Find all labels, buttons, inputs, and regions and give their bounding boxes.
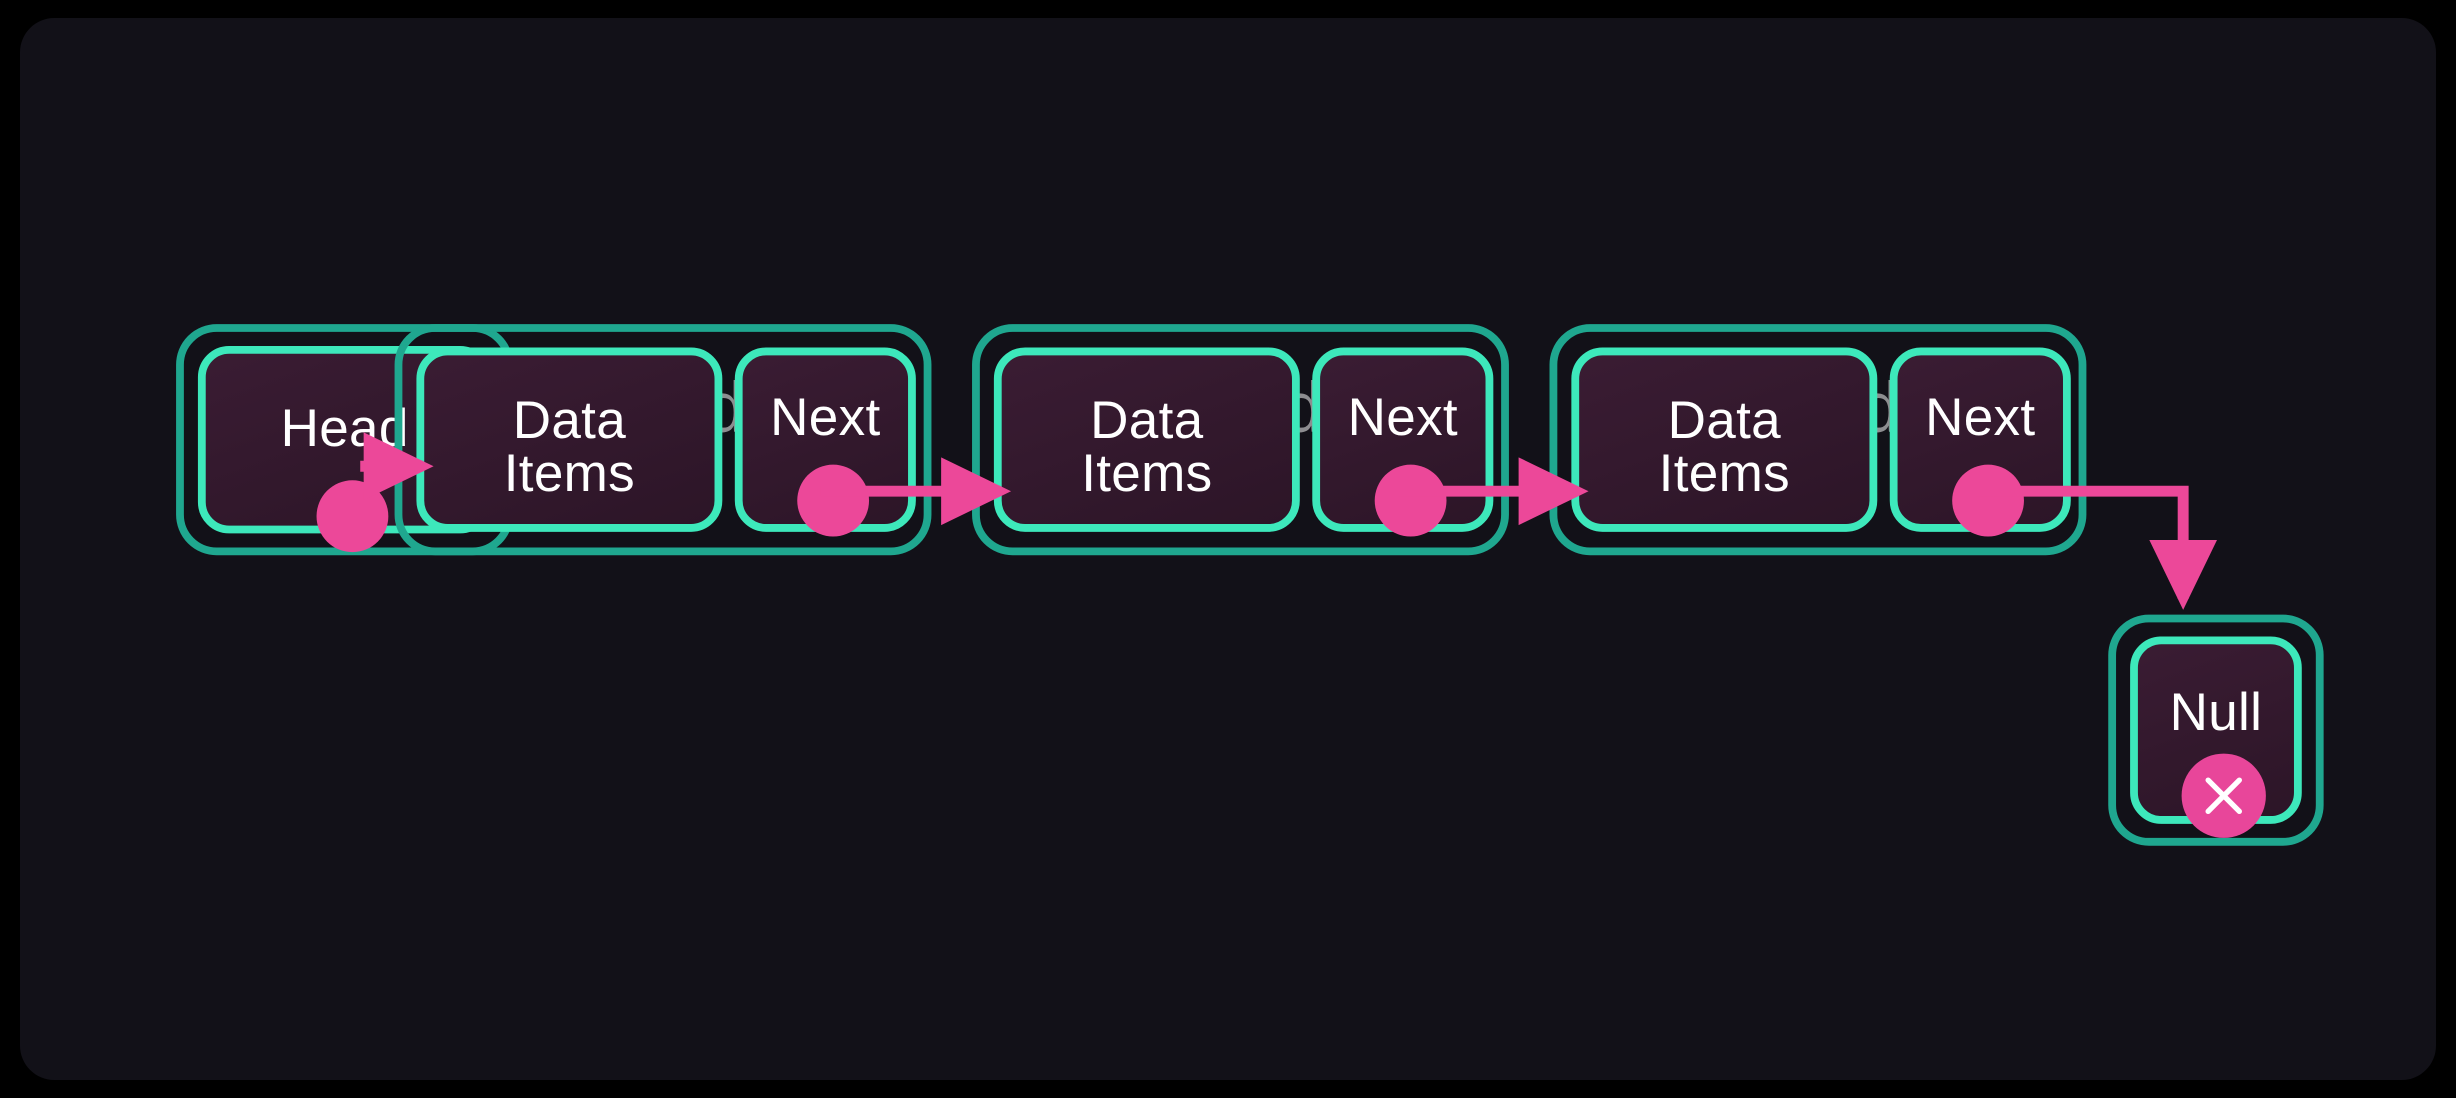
node-3-next-cell[interactable]: Next [1889,347,2071,537]
node-3-data-cell[interactable]: Data Items [1571,347,1878,532]
node-3-data-label-line1: Data [1667,391,1781,451]
node-2-data-cell[interactable]: Data Items [993,347,1300,532]
null-label: Null [2169,683,2263,743]
node-2-data-label-line1: Data [1090,391,1204,451]
node-3-data-label-line2: Items [1658,444,1790,504]
node-1-data-label-line1: Data [512,391,627,451]
head-pointer-dot-icon [316,480,389,553]
node-2-next-cell[interactable]: Next [1312,347,1494,537]
node-1-data-label-line2: Items [503,444,636,504]
node-1-pointer-dot-icon [797,464,870,537]
node-1-next-cell[interactable]: Next [734,347,916,537]
node-1-next-label: Next [770,388,881,448]
node-2-next-label: Next [1347,388,1458,448]
node-2-pointer-dot-icon [1374,464,1447,537]
node-1-data-cell[interactable]: Data Items [416,347,723,532]
node-3-pointer-dot-icon [1952,464,2024,537]
node-shell-2 [972,324,1509,556]
node-2-data-label-line2: Items [1081,444,1213,504]
node-shell-3 [1549,324,2087,556]
x-circle-icon [2181,753,2266,838]
diagram-panel: Head Node Data Items Next Node Data Item… [20,18,2436,1080]
null-shell [2108,614,2324,846]
node-3-next-label: Next [1925,388,2036,448]
null-cell[interactable]: Null [2130,636,2302,838]
